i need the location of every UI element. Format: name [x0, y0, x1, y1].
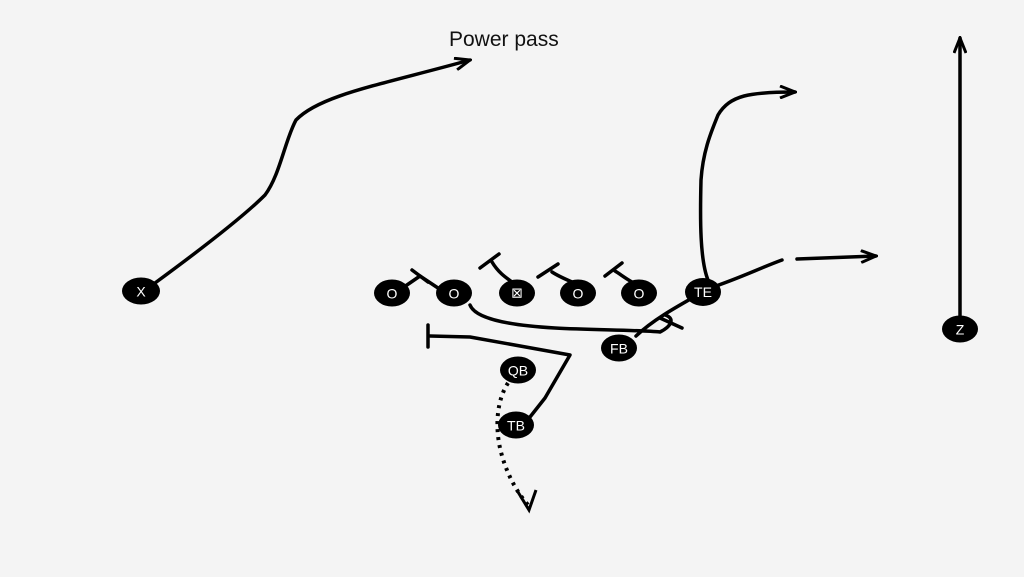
player-right-tackle[interactable]: O [621, 279, 657, 307]
c-block [490, 260, 514, 284]
player-x-label: X [136, 283, 146, 299]
player-left-tackle[interactable]: O [374, 279, 410, 307]
center-box-x-icon: ⊠ [511, 284, 523, 301]
player-tailback[interactable]: TB [498, 411, 534, 439]
te-route [698, 92, 795, 282]
player-right-tackle-label: O [633, 285, 645, 301]
player-z[interactable]: Z [942, 315, 978, 343]
player-fullback-label: FB [610, 340, 628, 356]
player-tailback-label: TB [507, 417, 525, 433]
player-right-guard-label: O [572, 285, 584, 301]
lt-block-bar [410, 268, 430, 284]
lg-pull-route [468, 303, 673, 334]
rg-block-bar [536, 262, 560, 279]
player-x[interactable]: X [122, 277, 160, 305]
x-route [153, 60, 470, 285]
player-right-guard[interactable]: O [560, 279, 596, 307]
player-tight-end[interactable]: TE [685, 278, 721, 306]
qb-dropback-arrowhead [516, 489, 538, 514]
rt-block-bar [603, 261, 624, 278]
fb-block [658, 316, 684, 330]
tb-route [428, 334, 572, 419]
player-fullback[interactable]: FB [601, 334, 637, 362]
player-quarterback[interactable]: QB [500, 356, 536, 384]
player-z-label: Z [955, 321, 965, 337]
player-left-guard-label: O [448, 285, 460, 301]
player-tight-end-label: TE [694, 284, 712, 300]
player-quarterback-label: QB [507, 362, 529, 378]
c-block-bar [478, 252, 501, 270]
player-left-tackle-label: O [386, 285, 398, 301]
player-left-guard[interactable]: O [436, 279, 472, 307]
qb-dropback [495, 381, 530, 507]
player-center[interactable]: ⊠ [499, 279, 535, 307]
play-title: Power pass [449, 28, 559, 51]
fb-flat-route-end [795, 256, 876, 259]
